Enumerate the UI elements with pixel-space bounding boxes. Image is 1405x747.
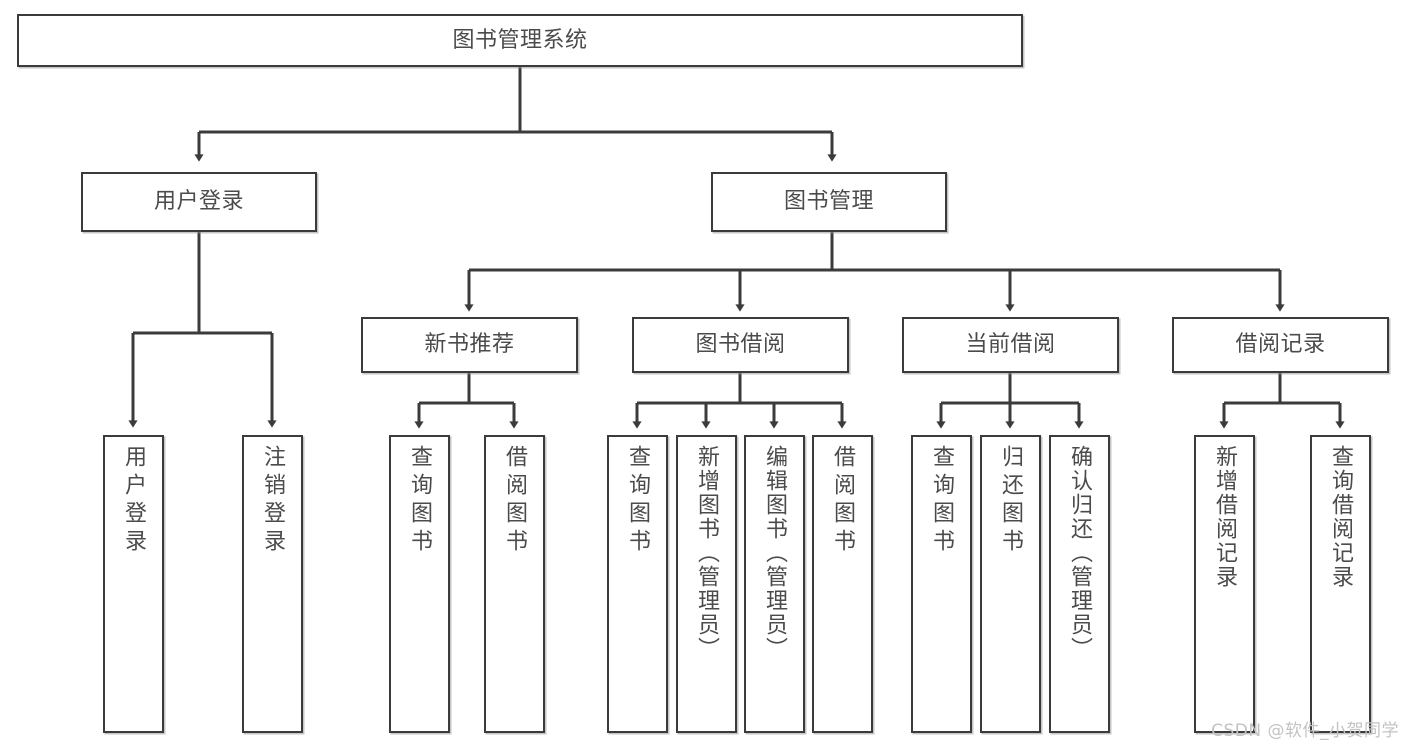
- leaf-logout[interactable]: 注销登录: [242, 435, 303, 733]
- node-book-borrow[interactable]: 图书借阅: [632, 317, 849, 373]
- node-borrow-record[interactable]: 借阅记录: [1172, 317, 1389, 373]
- node-label: 新增借阅记录: [1212, 445, 1238, 589]
- node-label: 用户登录: [153, 189, 244, 215]
- leaf-borrow-book[interactable]: 借阅图书: [812, 435, 873, 733]
- node-current-borrow[interactable]: 当前借阅: [902, 317, 1119, 373]
- node-label: 图书管理系统: [452, 27, 588, 53]
- node-label: 新增图书（管理员）: [694, 445, 720, 661]
- node-label: 新书推荐: [424, 332, 515, 358]
- leaf-query-book-borrow[interactable]: 查询图书: [607, 435, 668, 733]
- leaf-query-book-newbook[interactable]: 查询图书: [389, 435, 450, 733]
- leaf-return-book[interactable]: 归还图书: [980, 435, 1041, 733]
- node-book-management[interactable]: 图书管理: [711, 172, 947, 232]
- watermark-text: CSDN @软件_小贺同学: [1211, 721, 1399, 741]
- node-label: 用户登录: [121, 445, 147, 557]
- leaf-edit-book-admin[interactable]: 编辑图书（管理员）: [744, 435, 805, 733]
- node-label: 查询借阅记录: [1328, 445, 1354, 589]
- leaf-borrow-book-newbook[interactable]: 借阅图书: [484, 435, 545, 733]
- leaf-query-book-current[interactable]: 查询图书: [911, 435, 972, 733]
- node-label: 查询图书: [929, 445, 955, 557]
- node-label: 图书管理: [783, 189, 874, 215]
- node-root-book-management-system[interactable]: 图书管理系统: [17, 14, 1023, 67]
- node-label: 查询图书: [625, 445, 651, 557]
- node-label: 归还图书: [998, 445, 1024, 557]
- node-user-login[interactable]: 用户登录: [81, 172, 317, 232]
- node-label: 借阅图书: [502, 445, 528, 557]
- leaf-query-borrow-record[interactable]: 查询借阅记录: [1310, 435, 1371, 733]
- node-label: 图书借阅: [695, 332, 786, 358]
- node-label: 借阅记录: [1235, 332, 1326, 358]
- leaf-add-borrow-record[interactable]: 新增借阅记录: [1194, 435, 1255, 733]
- node-new-book-recommend[interactable]: 新书推荐: [361, 317, 578, 373]
- node-label: 借阅图书: [830, 445, 856, 557]
- leaf-user-login[interactable]: 用户登录: [103, 435, 164, 733]
- node-label: 编辑图书（管理员）: [762, 445, 788, 661]
- leaf-add-book-admin[interactable]: 新增图书（管理员）: [676, 435, 737, 733]
- node-label: 注销登录: [260, 445, 286, 557]
- leaf-confirm-return-admin[interactable]: 确认归还（管理员）: [1049, 435, 1110, 733]
- node-label: 确认归还（管理员）: [1067, 445, 1093, 661]
- node-label: 查询图书: [407, 445, 433, 557]
- node-label: 当前借阅: [965, 332, 1056, 358]
